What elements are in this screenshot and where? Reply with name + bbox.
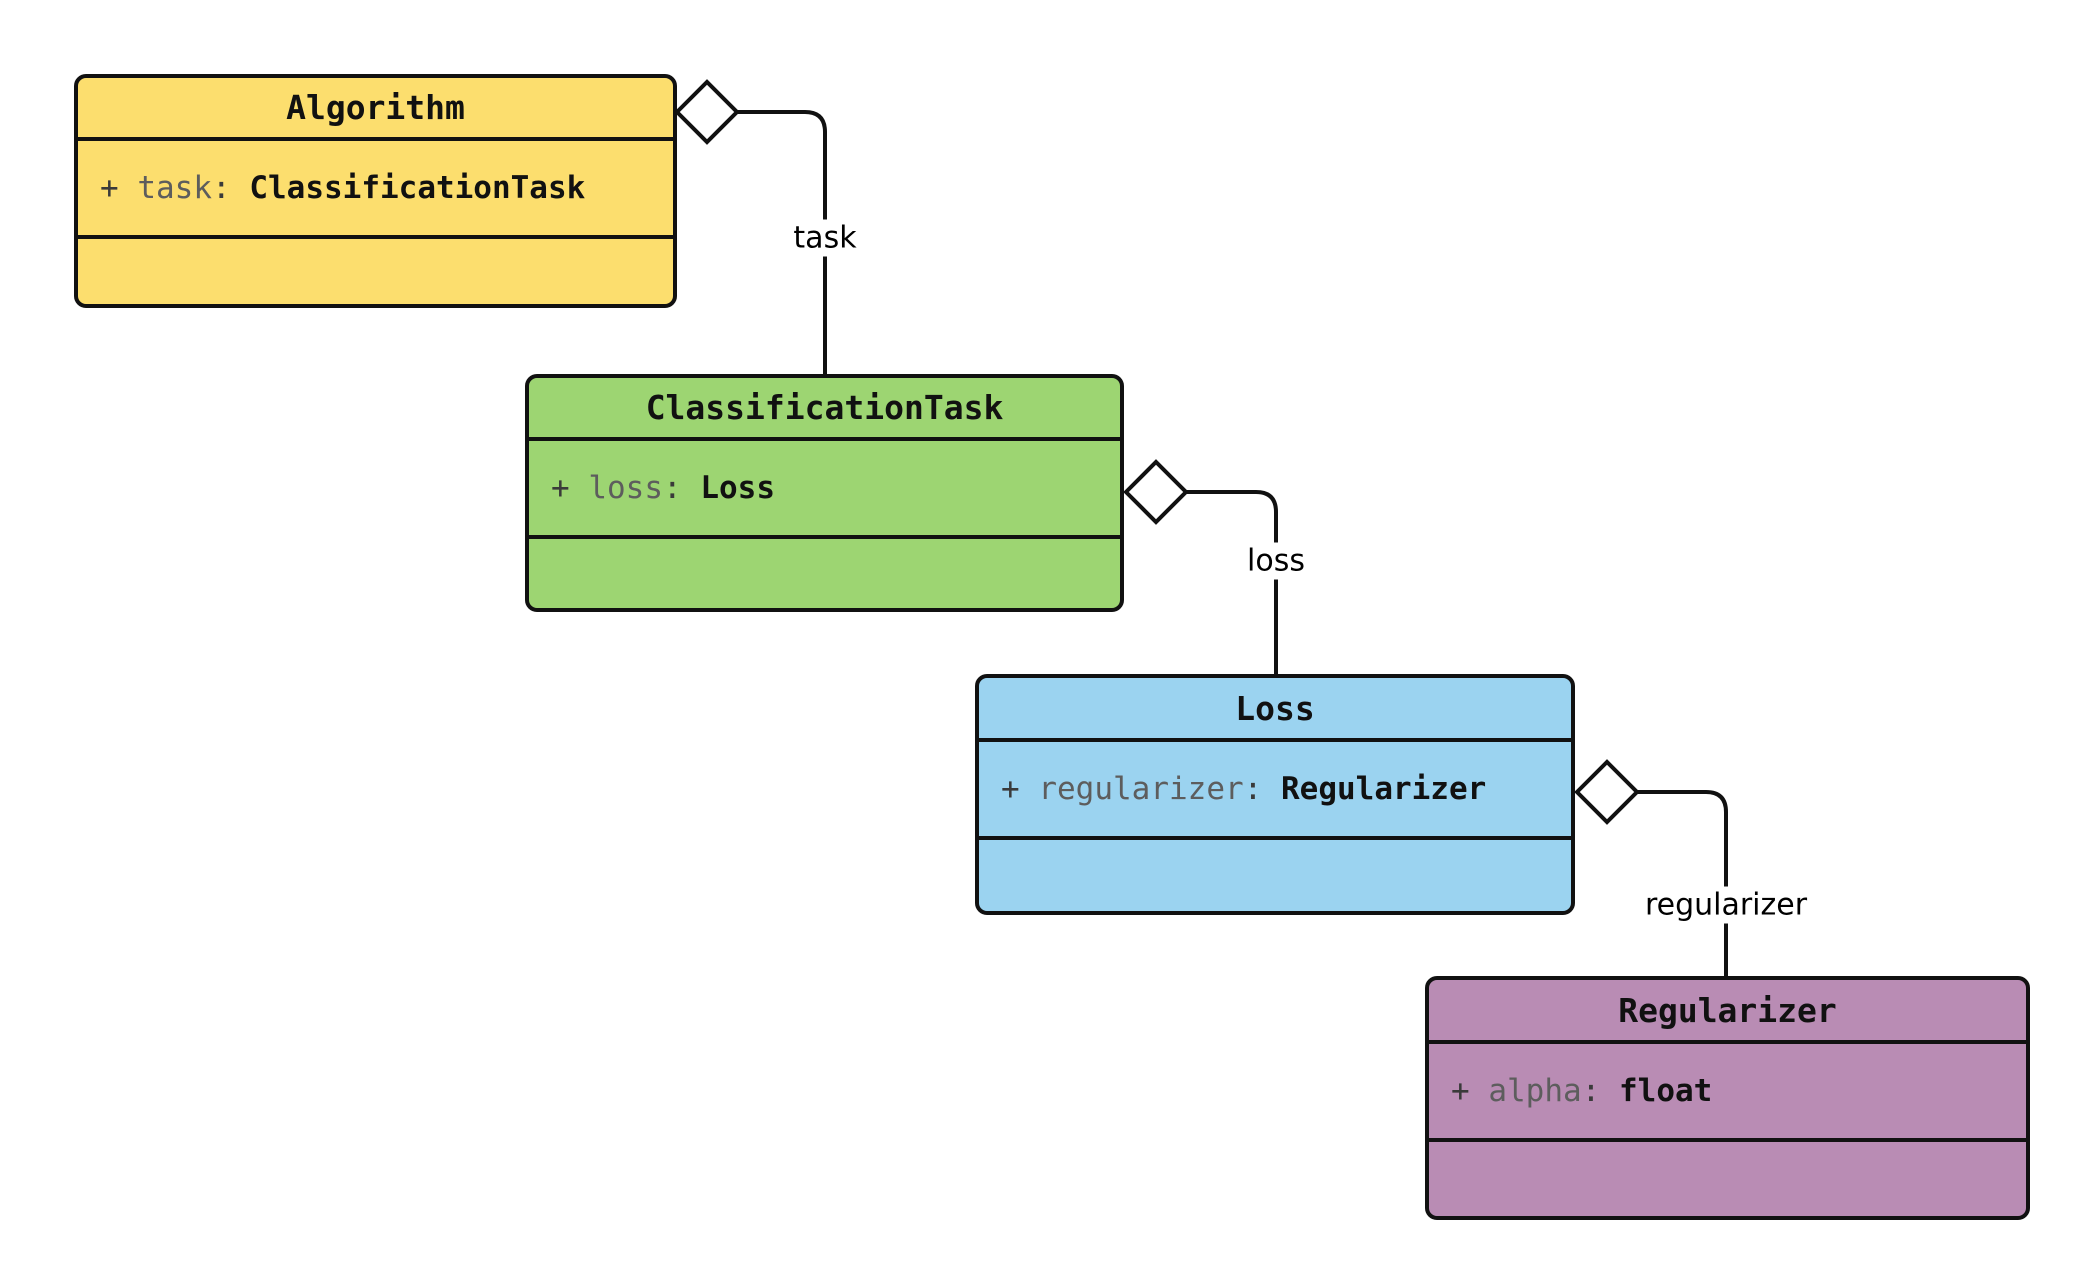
class-title: Algorithm bbox=[78, 78, 673, 141]
uml-class-algorithm[interactable]: Algorithm + task: ClassificationTask bbox=[74, 74, 677, 308]
edge-label-regularizer: regularizer bbox=[1637, 886, 1815, 924]
aggregation-diamond bbox=[674, 79, 740, 145]
attribute-name: alpha bbox=[1488, 1072, 1582, 1109]
aggregation-diamond bbox=[1574, 759, 1640, 825]
uml-class-loss[interactable]: Loss + regularizer: Regularizer bbox=[975, 674, 1575, 915]
attribute-row: + task: ClassificationTask bbox=[100, 169, 673, 208]
edge-label-loss: loss bbox=[1240, 542, 1312, 580]
attribute-row: + loss: Loss bbox=[551, 469, 1120, 508]
class-methods bbox=[78, 239, 673, 304]
class-methods bbox=[529, 539, 1120, 608]
attribute-name: loss bbox=[588, 469, 663, 506]
aggregation-diamond bbox=[1123, 459, 1189, 525]
attribute-visibility: + bbox=[100, 169, 119, 206]
class-methods bbox=[1429, 1142, 2026, 1216]
uml-class-classificationtask[interactable]: ClassificationTask + loss: Loss bbox=[525, 374, 1124, 612]
class-attributes: + loss: Loss bbox=[529, 441, 1120, 539]
class-attributes: + task: ClassificationTask bbox=[78, 141, 673, 239]
class-title: Regularizer bbox=[1429, 980, 2026, 1044]
attribute-name: task bbox=[137, 169, 212, 206]
attribute-visibility: + bbox=[1001, 770, 1020, 807]
attribute-visibility: + bbox=[1451, 1072, 1470, 1109]
class-title: Loss bbox=[979, 678, 1571, 742]
attribute-row: + alpha: float bbox=[1451, 1072, 2026, 1111]
class-methods bbox=[979, 840, 1571, 911]
class-attributes: + alpha: float bbox=[1429, 1044, 2026, 1142]
attribute-row: + regularizer: Regularizer bbox=[1001, 770, 1571, 809]
attribute-separator: : bbox=[212, 169, 231, 206]
attribute-name: regularizer bbox=[1038, 770, 1244, 807]
attribute-separator: : bbox=[1581, 1072, 1601, 1109]
connector-line bbox=[1637, 790, 1728, 976]
attribute-visibility: + bbox=[551, 469, 570, 506]
edge-label-task: task bbox=[786, 219, 864, 257]
attribute-type: ClassificationTask bbox=[249, 169, 586, 206]
class-title: ClassificationTask bbox=[529, 378, 1120, 441]
attribute-separator: : bbox=[1243, 770, 1263, 807]
attribute-type: Loss bbox=[700, 469, 775, 506]
connector-line bbox=[1186, 490, 1278, 674]
uml-class-regularizer[interactable]: Regularizer + alpha: float bbox=[1425, 976, 2030, 1220]
class-attributes: + regularizer: Regularizer bbox=[979, 742, 1571, 840]
attribute-separator: : bbox=[663, 469, 682, 506]
attribute-type: Regularizer bbox=[1281, 770, 1487, 807]
attribute-type: float bbox=[1619, 1072, 1713, 1109]
